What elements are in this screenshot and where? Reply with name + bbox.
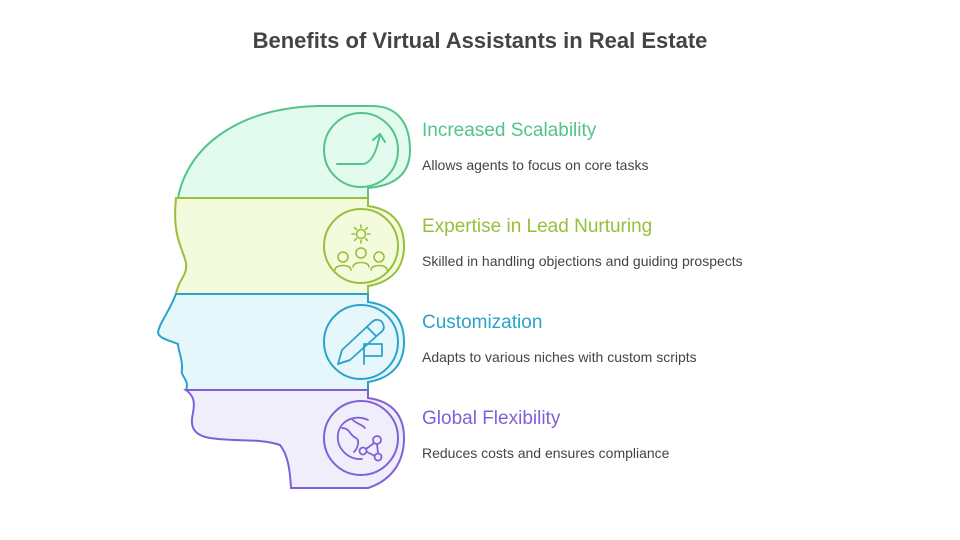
benefit-description: Reduces costs and ensures compliance	[422, 445, 670, 461]
scalability-icon-circle	[323, 112, 399, 188]
pencil-flag-icon	[337, 318, 385, 365]
head-band-lead-nurturing	[174, 197, 406, 295]
globe-network-icon	[336, 416, 383, 462]
benefit-global-flexibility: Global Flexibility Reduces costs and ens…	[422, 408, 669, 461]
benefit-scalability: Increased Scalability Allows agents to f…	[422, 120, 648, 173]
team-gear-icon	[334, 224, 388, 271]
head-band-scalability	[176, 105, 412, 199]
benefit-customization: Customization Adapts to various niches w…	[422, 312, 697, 365]
customization-icon-circle	[323, 304, 399, 380]
benefit-heading: Increased Scalability	[422, 120, 597, 141]
head-band-global-flexibility	[183, 389, 406, 489]
page-title: Benefits of Virtual Assistants in Real E…	[252, 28, 708, 53]
arrow-up-right-icon	[336, 133, 386, 165]
head-band-customization	[156, 293, 406, 391]
benefit-lead-nurturing: Expertise in Lead Nurturing Skilled in h…	[422, 216, 743, 269]
benefit-heading: Expertise in Lead Nurturing	[422, 216, 653, 237]
benefit-description: Skilled in handling objections and guidi…	[422, 253, 743, 269]
benefit-heading: Customization	[422, 312, 543, 333]
benefit-heading: Global Flexibility	[422, 408, 561, 429]
benefit-description: Adapts to various niches with custom scr…	[422, 349, 697, 365]
benefit-description: Allows agents to focus on core tasks	[422, 157, 649, 173]
global-flexibility-icon-circle	[323, 400, 399, 476]
lead-nurturing-icon-circle	[323, 208, 399, 284]
